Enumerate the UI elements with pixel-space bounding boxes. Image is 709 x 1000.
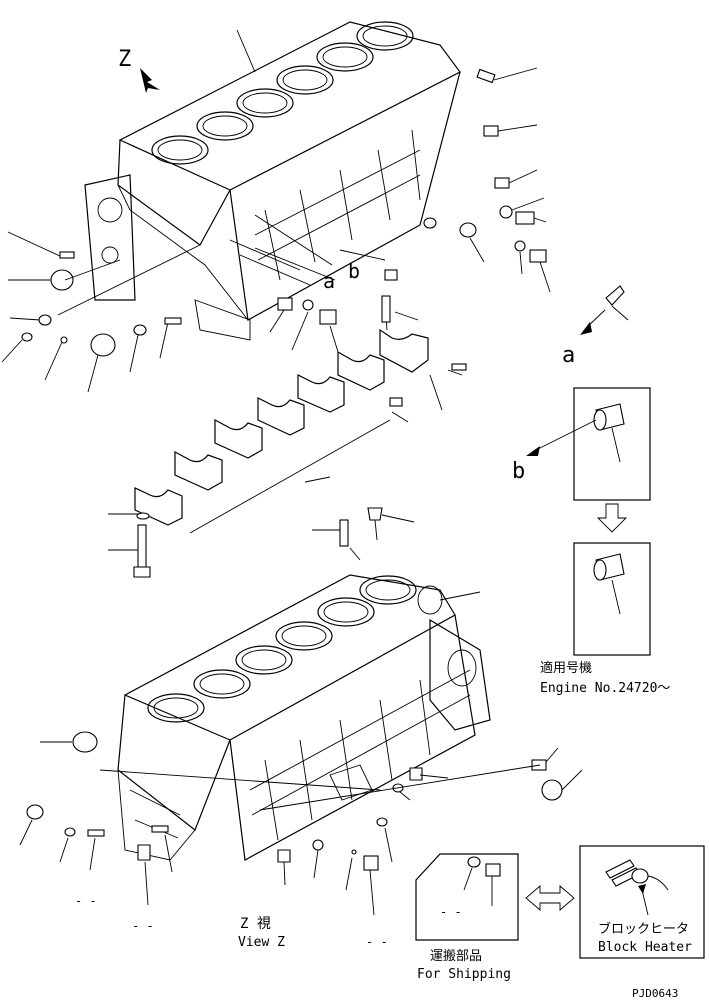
applicable-label-jp: 適用号機 [540,660,592,676]
detail-a: a [562,285,629,368]
drawing-code: PJD0643 [632,987,678,1000]
dash-label-3: - - [366,935,388,949]
dash-label-2: - - [132,919,154,933]
lower-right-parts [259,747,583,916]
upper-cylinder-block [84,21,461,341]
middle-parts [269,297,339,353]
block-heater-en: Block Heater [598,940,692,955]
block-heater-box: ブロックヒータ Block Heater [579,845,705,959]
lower-left-parts: - - [19,731,381,908]
callout-a-top: a [323,269,335,293]
upper-left-parts [1,231,201,393]
block-heater-jp: ブロックヒータ [598,921,689,937]
callout-b-side: b [512,459,525,484]
detail-b: b 適用号機 Engine No.24720～ [512,387,670,696]
callout-a-side: a [562,343,575,368]
main-bearing-caps [134,295,467,534]
engine-no-label: Engine No.24720～ [540,681,670,696]
shipping-label-en: For Shipping [417,967,511,982]
cap-bolt [108,512,151,578]
view-z-arrow: Z [118,47,160,93]
shipping-label-jp: 運搬部品 [430,949,482,964]
dash-label-4: - - [440,905,462,919]
view-letter-z: Z [118,47,131,72]
view-z-en: View Z [238,935,285,950]
upper-right-parts [254,67,551,293]
callout-b-top: b [348,259,360,283]
dash-label-1: - - [75,894,97,908]
view-z-jp: Z 視 [240,916,271,932]
lower-cylinder-block [117,574,491,861]
double-arrow [525,885,575,911]
shipping-box: - - 運搬部品 For Shipping [415,853,519,982]
lower-top-parts [312,507,481,601]
